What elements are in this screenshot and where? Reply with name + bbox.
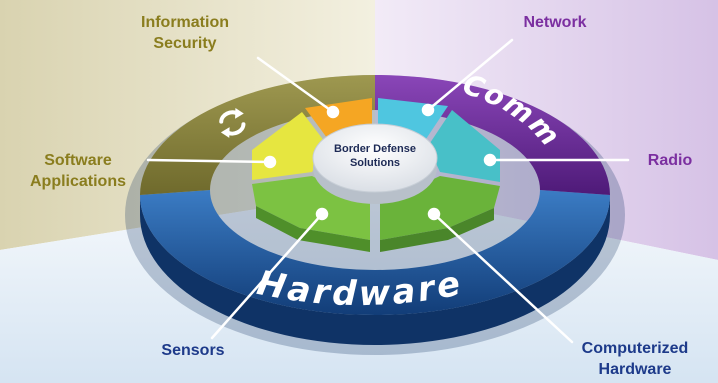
radio-label: Radio	[630, 150, 710, 171]
refresh-arrows-icon	[219, 107, 246, 138]
software-applications-line2: Applications	[29, 173, 126, 190]
hub-title-line2: Solutions	[350, 157, 400, 169]
software-leader-line	[146, 158, 272, 164]
sensors-leader-dot	[315, 207, 329, 221]
software-leader-dot	[263, 155, 277, 169]
security-leader-dot	[326, 105, 340, 119]
security-leader-line	[256, 56, 335, 114]
information-security-label: Information Security	[120, 12, 250, 54]
hub-top	[312, 123, 438, 193]
computerized-segment-edge	[380, 208, 494, 252]
sensors-label: Sensors	[138, 340, 248, 361]
blue-ring-edge	[140, 195, 610, 345]
software-outer-ring	[140, 75, 375, 195]
computerized-hardware-label: Computerized Hardware	[560, 338, 710, 380]
sensors-segment-edge	[256, 206, 370, 252]
sensors-leader-line	[210, 212, 324, 340]
network-label: Network	[505, 12, 605, 33]
network-leader-line	[426, 38, 514, 112]
software-applications-line1: Software	[44, 152, 112, 169]
information-security-line2: Security	[153, 35, 217, 52]
computerized-leader-line	[432, 212, 574, 344]
sensors-text: Sensors	[161, 342, 225, 359]
hardware-outer-ring	[140, 190, 610, 315]
computerized-hardware-line2: Hardware	[598, 361, 672, 378]
hub-title-line1: Border Defense	[334, 143, 416, 155]
computerized-hardware-line1: Computerized	[581, 340, 689, 357]
radio-leader-dot	[483, 153, 497, 167]
network-leader-dot	[421, 103, 435, 117]
radio-text: Radio	[647, 152, 693, 169]
network-text: Network	[523, 14, 587, 31]
computerized-leader-dot	[427, 207, 441, 221]
information-security-line1: Information	[141, 14, 229, 31]
radio-segment	[428, 110, 500, 182]
software-applications-label: Software Applications	[8, 150, 148, 192]
